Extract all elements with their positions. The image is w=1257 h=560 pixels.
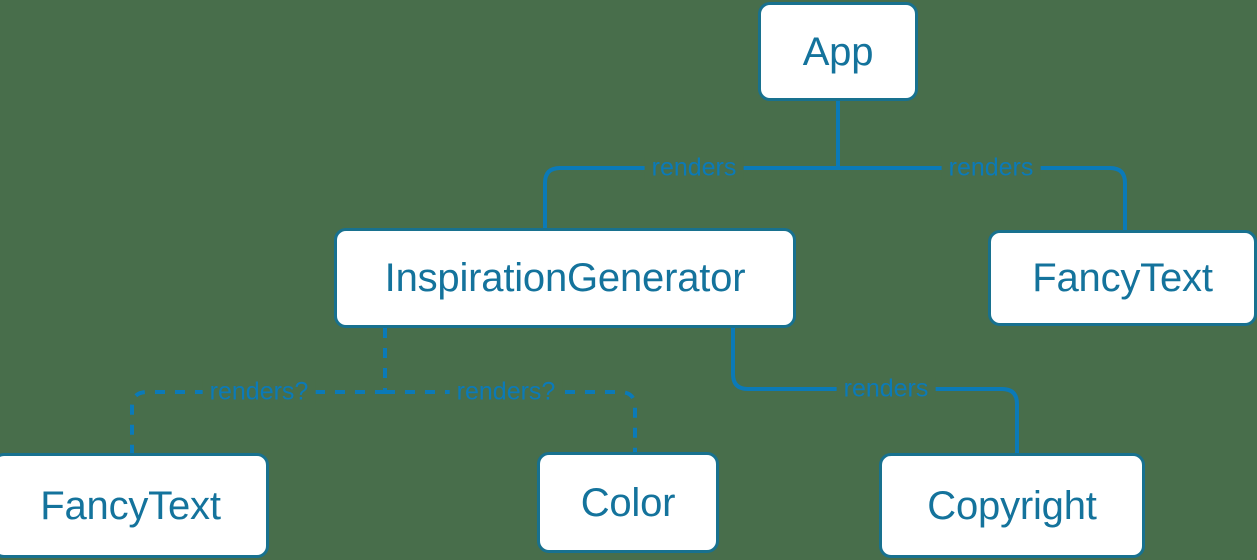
node-fancytext-bottom[interactable]: FancyText (0, 453, 269, 558)
node-app[interactable]: App (758, 2, 918, 101)
edge-inspirationgenerator-to-fancytext-bottom (130, 390, 385, 453)
edge-label-app-inspirationgenerator: renders (644, 155, 744, 181)
edge-app-to-fancytext-right (838, 166, 1127, 230)
node-fancytext-right-label: FancyText (1032, 256, 1213, 300)
edge-label-app-fancytext: renders (941, 155, 1041, 181)
node-inspirationgenerator[interactable]: InspirationGenerator (334, 228, 796, 328)
node-app-label: App (802, 29, 874, 74)
edge-inspirationgenerator-to-color (385, 390, 637, 452)
edge-label-inspirationgenerator-copyright: renders (836, 376, 936, 402)
edge-label-inspirationgenerator-fancytext: renders? (202, 379, 316, 405)
node-fancytext-right[interactable]: FancyText (988, 230, 1257, 326)
node-color[interactable]: Color (537, 452, 719, 553)
node-copyright[interactable]: Copyright (879, 453, 1145, 558)
edge-label-inspirationgenerator-color: renders? (449, 379, 563, 405)
node-color-label: Color (580, 480, 676, 525)
node-inspirationgenerator-label: InspirationGenerator (384, 256, 746, 300)
node-copyright-label: Copyright (927, 483, 1097, 528)
edge-app-to-inspirationgenerator (543, 166, 838, 228)
node-fancytext-bottom-label: FancyText (40, 483, 221, 528)
